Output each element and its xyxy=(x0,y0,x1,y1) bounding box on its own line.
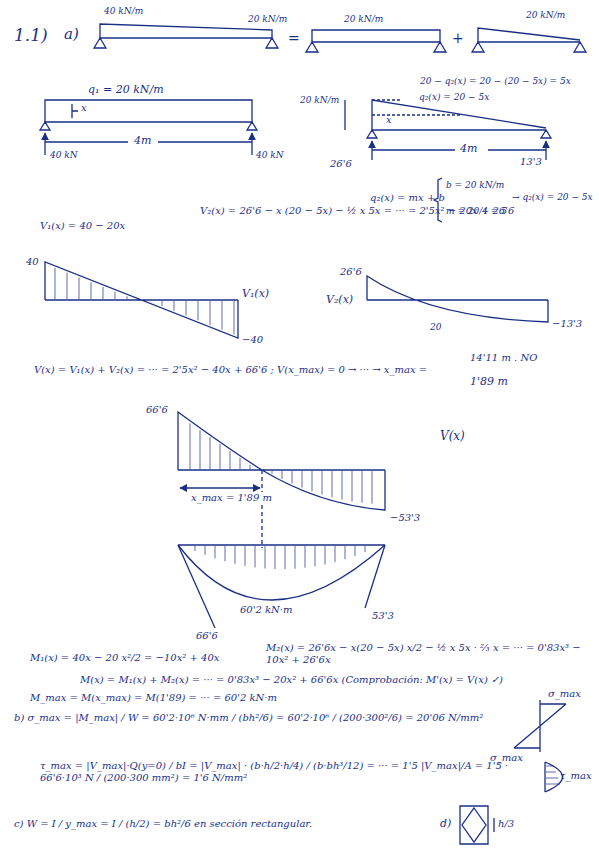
annotation: 20 − q₂(x) = 20 − (20 − 5x) = 5x xyxy=(420,76,571,86)
annotation: M_max = M(x_max) = M(1'89) = ··· = 60'2 … xyxy=(30,692,277,704)
annotation: x_max = 1'89 m xyxy=(190,492,273,504)
normal-stress-diagram xyxy=(514,700,566,752)
annotation: V₁(x) = 40 − 20x xyxy=(40,220,125,232)
uniform-load xyxy=(312,30,440,42)
reaction-arrow xyxy=(44,133,45,155)
annotation: V(x) = V₁(x) + V₂(x) = ··· = 2'5x² − 40x… xyxy=(34,364,454,376)
annotation: c) W = I / y_max = I / (h/2) = bh²/6 en … xyxy=(14,818,434,830)
annotation: τ_max xyxy=(560,770,592,782)
triangular-load xyxy=(372,100,546,130)
annotation: → q₂(x) = 20 − 5x xyxy=(512,192,593,202)
annotation: V₂(x) = 26'6 − x (20 − 5x) − ½ x 5x = ··… xyxy=(200,205,590,217)
dimension-line xyxy=(344,100,345,130)
support xyxy=(306,42,446,52)
annotation: V₁(x) xyxy=(242,288,269,301)
max-line xyxy=(261,470,262,548)
annotation: b) σ_max = |M_max| / W = 60'2·10⁶ N·mm /… xyxy=(14,712,504,724)
beam xyxy=(100,37,272,38)
annotation: x xyxy=(386,114,392,126)
heading-note: = xyxy=(288,30,300,46)
dimension-line xyxy=(372,149,546,150)
shear-diagram xyxy=(178,412,385,510)
annotation: M₂(x) = 26'6x − x(20 − 5x) x/2 − ½ x 5x … xyxy=(266,642,594,665)
annotation: q₁ = 20 kN/m xyxy=(88,84,164,97)
dimension-line xyxy=(493,818,494,832)
heading-note: + xyxy=(452,30,464,46)
uniform-load xyxy=(45,100,252,122)
heading-note: 20 kN/m xyxy=(526,10,565,20)
annotation: 40 kN xyxy=(50,150,78,160)
support xyxy=(472,42,586,52)
annotation: −40 xyxy=(242,334,263,346)
support xyxy=(94,38,278,48)
annotation: d) xyxy=(440,818,451,831)
tangent-line xyxy=(178,545,385,628)
annotation: −13'3 xyxy=(552,318,582,330)
shear-diagram xyxy=(45,262,238,338)
annotation: −53'3 xyxy=(390,512,420,524)
support xyxy=(367,130,551,138)
annotation: 26'6 xyxy=(330,158,352,170)
heading-note: a) xyxy=(64,26,79,43)
annotation: 20 kN/m xyxy=(300,95,342,105)
trapezoid-load xyxy=(100,24,272,38)
annotation: b = 20 kN/m xyxy=(446,180,504,190)
shear-stress-diagram xyxy=(545,762,563,792)
reaction-arrow xyxy=(251,133,252,155)
heading-note: 20 kN/m xyxy=(344,14,383,24)
annotation: V(x) xyxy=(440,430,465,444)
annotation: 4m xyxy=(134,135,151,148)
dimension-line xyxy=(180,487,260,488)
annotation: 53'3 xyxy=(372,610,394,622)
annotation: V₂(x) xyxy=(326,294,353,307)
triangular-load xyxy=(478,28,580,42)
annotation: τ_max = |V_max|·Q(y=0) / bI = |V_max| · … xyxy=(40,760,530,783)
annotation: M(x) = M₁(x) + M₂(x) = ··· = 0'83x³ − 20… xyxy=(80,674,580,686)
annotation: 20 xyxy=(430,322,441,332)
annotation: 4m xyxy=(460,143,477,156)
annotation: 66'6 xyxy=(146,404,168,416)
heading-note: 1.1) xyxy=(14,26,48,46)
annotation: q₂(x) = mx + b xyxy=(370,192,445,204)
annotation: σ_max xyxy=(548,688,581,700)
x-marker xyxy=(72,104,78,118)
annotation: 14'11 m . NO xyxy=(470,352,537,364)
annotation: 40 kN xyxy=(256,150,284,160)
annotation: x xyxy=(80,102,88,114)
shear-diagram xyxy=(367,276,548,322)
annotation: 1'89 m xyxy=(470,376,508,389)
annotation: 40 xyxy=(26,256,39,268)
cross-section xyxy=(460,806,488,844)
annotation: M₁(x) = 40x − 20 x²/2 = −10x² + 40x xyxy=(30,652,219,664)
support xyxy=(40,122,257,130)
annotation: 60'2 kN·m xyxy=(240,604,293,616)
annotation: h/3 xyxy=(498,818,514,830)
annotation: 26'6 xyxy=(340,266,362,278)
heading-note: 20 kN/m xyxy=(248,14,287,24)
annotation: 66'6 xyxy=(196,630,218,642)
annotation: 13'3 xyxy=(520,156,542,168)
moment-diagram xyxy=(178,545,385,600)
heading-note: 40 kN/m xyxy=(104,6,143,16)
annotation: q₂(x) = 20 − 5x xyxy=(418,92,490,102)
